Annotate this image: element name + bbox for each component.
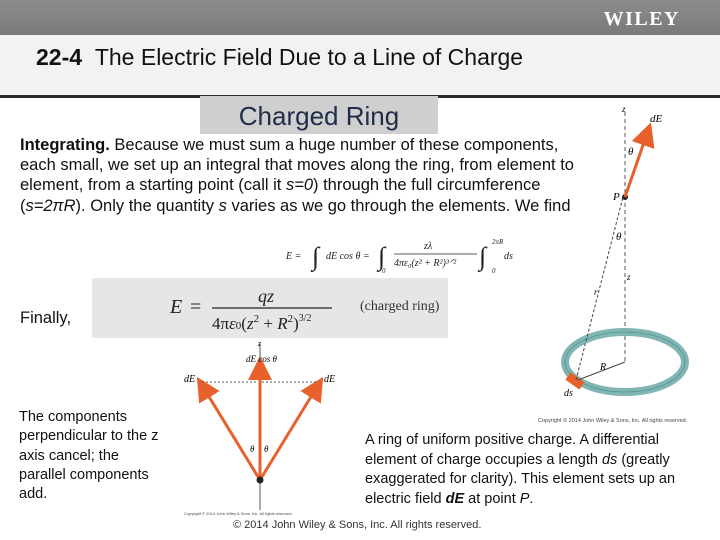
svg-text:dE cos θ =: dE cos θ = bbox=[326, 251, 370, 262]
svg-text:∫: ∫ bbox=[376, 242, 387, 272]
caption-text-4: . bbox=[529, 490, 534, 507]
svg-text:zλ: zλ bbox=[423, 241, 433, 252]
svg-text:∫: ∫ bbox=[310, 242, 321, 272]
dE-vector bbox=[623, 122, 655, 198]
theta-right: θ bbox=[264, 444, 269, 454]
dE-right-label: dE bbox=[324, 374, 335, 385]
dEcos-label: dE cos θ bbox=[246, 354, 277, 364]
eq-circumference: =2πR bbox=[33, 196, 76, 215]
theta-top: θ bbox=[628, 146, 634, 158]
left-z-label: z bbox=[257, 340, 262, 348]
finally-label: Finally, bbox=[20, 309, 72, 327]
P-label: P bbox=[612, 191, 620, 203]
components-note: The components perpendicular to the z ax… bbox=[19, 409, 159, 503]
svg-text:E: E bbox=[169, 296, 182, 318]
caption-text-2: (greatly exaggerated for clarity). This … bbox=[365, 451, 676, 507]
var-s-2: s bbox=[25, 196, 34, 215]
svg-text:4πε₀(z² + R²)³ᐟ²: 4πε₀(z² + R²)³ᐟ² bbox=[394, 258, 457, 269]
intro-paragraph: Integrating. Because we must sum a huge … bbox=[20, 135, 592, 216]
svg-text:0: 0 bbox=[492, 267, 496, 275]
section-number: 22-4 bbox=[36, 44, 83, 70]
ring-figure: z P dE θ θ z r R ds Copyright © 2014 Joh… bbox=[538, 104, 689, 424]
dE-right-vector bbox=[258, 376, 324, 481]
dE-label: dE bbox=[650, 113, 663, 125]
theta-left: θ bbox=[250, 444, 255, 454]
intro-text-2: ) through the full circumference ( bbox=[20, 176, 541, 215]
svg-text:0: 0 bbox=[382, 267, 386, 275]
svg-text:qz: qz bbox=[258, 286, 274, 306]
var-s: s bbox=[285, 176, 295, 195]
result-equation: E = qz 4πε0(z2 + R2)3/2 (charged ring) bbox=[92, 278, 448, 338]
charged-ring-label: (charged ring) bbox=[360, 299, 440, 314]
svg-text:ds: ds bbox=[504, 251, 513, 262]
dE-left-label: dE bbox=[184, 374, 195, 385]
left-point bbox=[256, 476, 264, 484]
figure-right-copyright: Copyright © 2014 John Wiley & Sons, Inc.… bbox=[538, 417, 688, 424]
r-label: r bbox=[594, 287, 598, 297]
svg-text:E =: E = bbox=[285, 251, 301, 262]
caption-dE: dE bbox=[445, 490, 465, 507]
caption-text-1: A ring of uniform positive charge. A dif… bbox=[365, 432, 659, 468]
intro-lead: Integrating. bbox=[20, 136, 110, 154]
charge-element bbox=[565, 372, 585, 390]
slide-subtitle: Charged Ring bbox=[200, 96, 438, 134]
intro-text-4: varies as we go through the elements. We… bbox=[226, 196, 571, 215]
ds-label: ds bbox=[564, 388, 573, 399]
R-label: R bbox=[599, 362, 606, 373]
slide-copyright: © 2014 John Wiley & Sons, Inc. All right… bbox=[233, 519, 482, 531]
wiley-logo: WILEY bbox=[603, 8, 680, 30]
caption-ds: ds bbox=[601, 451, 618, 468]
intro-text-1: Because we must sum a huge number of the… bbox=[20, 136, 574, 195]
svg-text:=: = bbox=[190, 296, 201, 318]
svg-text:4πε0(z2 + R2)3/2: 4πε0(z2 + R2)3/2 bbox=[212, 313, 312, 333]
section-title: The Electric Field Due to a Line of Char… bbox=[94, 44, 524, 70]
caption-text-3: at point bbox=[464, 490, 520, 507]
eq-zero: =0 bbox=[294, 176, 314, 195]
intro-text-3: ). Only the quantity bbox=[75, 196, 219, 215]
theta-bottom: θ bbox=[616, 231, 622, 243]
figure-caption: A ring of uniform positive charge. A dif… bbox=[365, 431, 710, 509]
var-s-3: s bbox=[218, 196, 227, 215]
r-line bbox=[575, 196, 624, 381]
z-axis-label: z bbox=[621, 104, 626, 114]
integral-equation: E = ∫ dE cos θ = ∫ 0 zλ 4πε₀(z² + R²)³ᐟ²… bbox=[285, 238, 513, 275]
R-line bbox=[577, 361, 626, 381]
page-title: 22-4 The Electric Field Due to a Line of… bbox=[36, 44, 523, 71]
caption-P: P bbox=[519, 490, 530, 507]
dE-left-vector bbox=[196, 376, 262, 481]
slide-header: WILEY 22-4 The Electric Field Due to a L… bbox=[0, 0, 720, 98]
svg-text:∫: ∫ bbox=[477, 242, 488, 272]
z-distance-label: z bbox=[626, 272, 631, 282]
svg-text:2πR: 2πR bbox=[492, 238, 504, 246]
figure-left-copyright: Copyright © 2014 John Wiley & Sons, Inc.… bbox=[184, 511, 293, 516]
components-figure: z dE cos θ dE dE θ θ Copyright © 2014 Jo… bbox=[184, 340, 335, 516]
